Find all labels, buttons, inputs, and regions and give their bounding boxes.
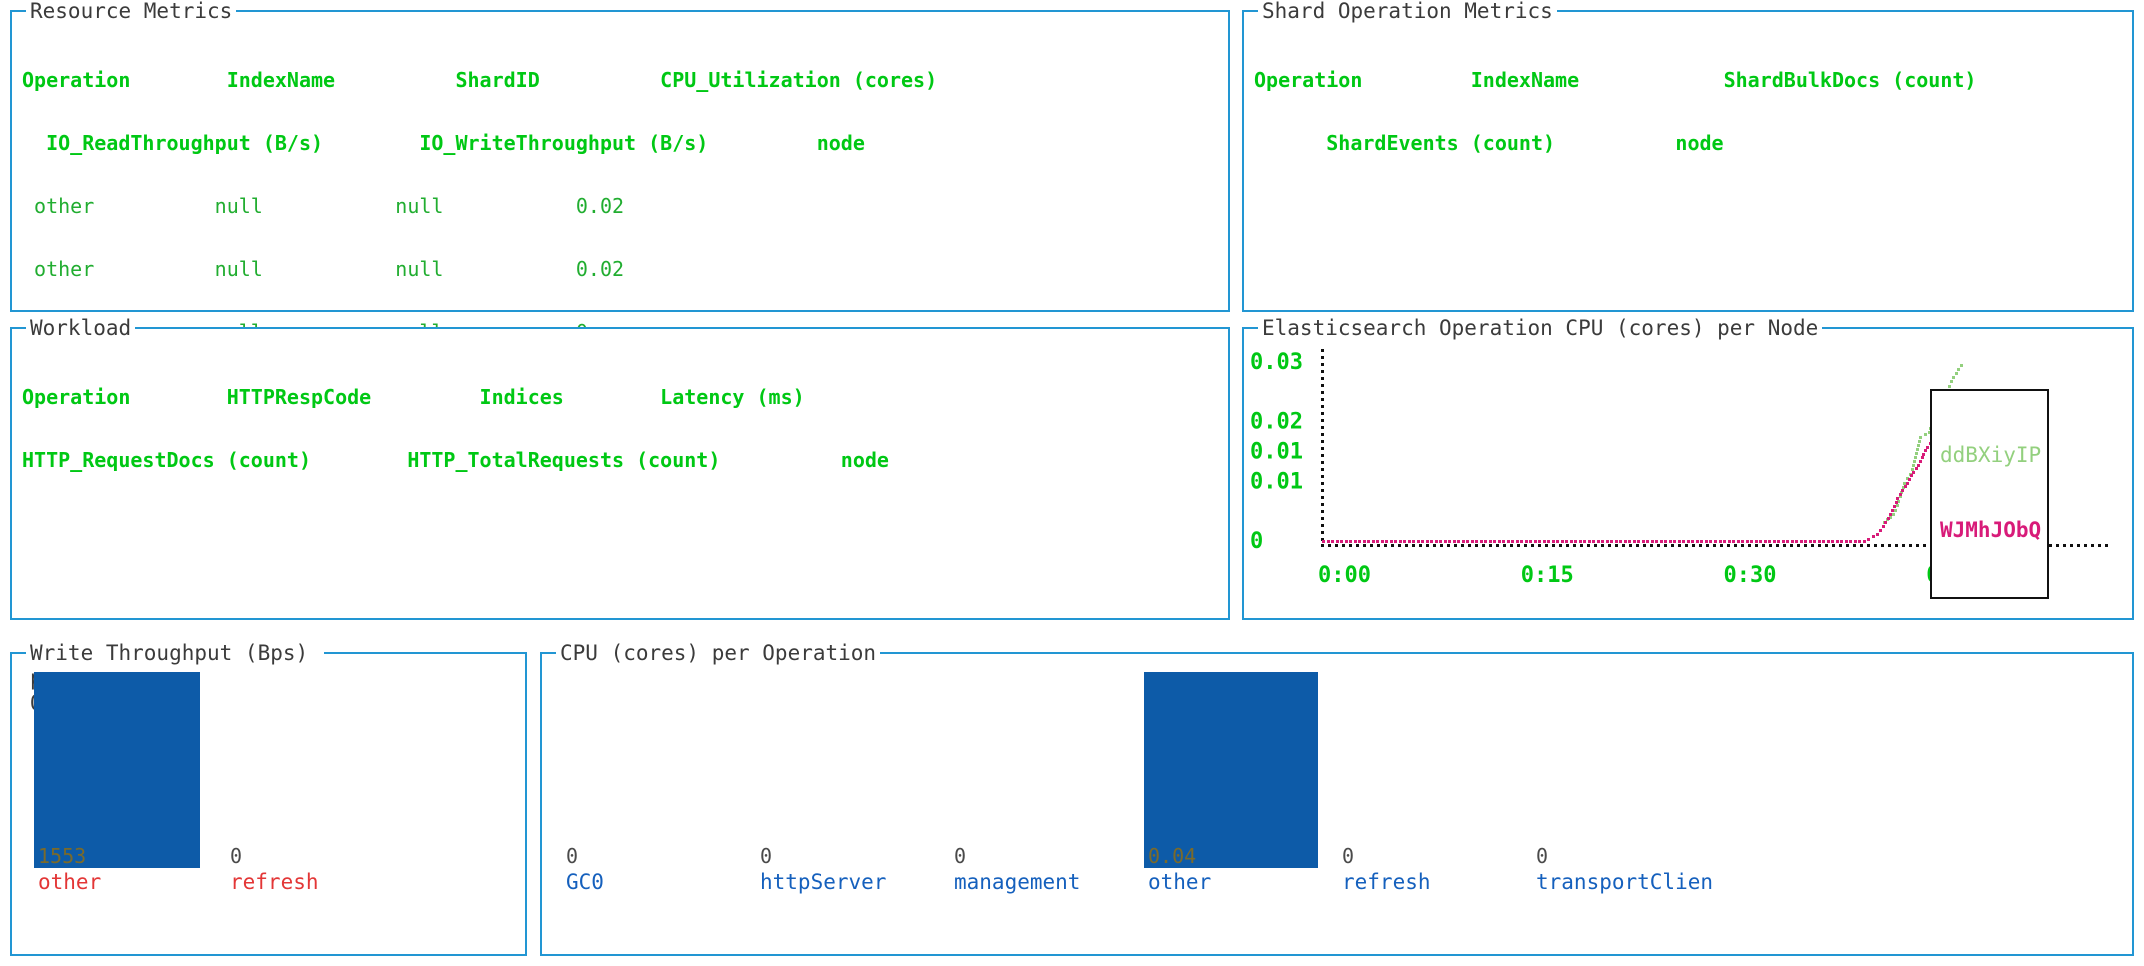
panel-write-throughput[interactable]: Write Throughput (Bps) per Operation 155…	[10, 641, 527, 956]
svg-text:0:00: 0:00	[1318, 563, 1371, 588]
svg-text:0.01: 0.01	[1250, 469, 1303, 494]
svg-text:0: 0	[1250, 529, 1263, 554]
bar-value-label: 0.04	[1148, 844, 1197, 868]
bar-rect[interactable]	[34, 672, 200, 868]
bar-value-label: 0	[1536, 844, 1549, 868]
table-row: other null null 0.02	[22, 194, 625, 218]
chart-legend: ddBXiyIP WJMhJObQ	[1930, 389, 2050, 599]
bar-category-label: other	[38, 870, 102, 894]
table-row: other null null 0.02	[22, 257, 625, 281]
bar-value-label: 0	[760, 844, 773, 868]
bar-value-label: 0	[954, 844, 967, 868]
svg-text:0.03: 0.03	[1250, 350, 1303, 375]
panel-title-es-operation-cpu: Elasticsearch Operation CPU (cores) per …	[1258, 316, 1823, 341]
legend-entry-series-2: WJMhJObQ	[1940, 518, 2042, 542]
table-header-line: HTTP_RequestDocs (count) HTTP_TotalReque…	[22, 448, 889, 472]
panel-shard-operation-metrics[interactable]: Shard Operation Metrics Operation IndexN…	[1242, 0, 2134, 312]
bar-rect[interactable]	[1144, 672, 1318, 868]
bar-category-label: management	[954, 870, 1081, 894]
bar-category-label: GC0	[566, 870, 604, 894]
bar-category-label: refresh	[1342, 870, 1431, 894]
panel-es-operation-cpu[interactable]: Elasticsearch Operation CPU (cores) per …	[1242, 316, 2134, 620]
svg-text:0:30: 0:30	[1724, 563, 1777, 588]
panel-title-cpu-per-operation: CPU (cores) per Operation	[556, 641, 881, 666]
bar-category-label: transportClien	[1536, 870, 1714, 894]
panel-resource-metrics[interactable]: Resource Metrics Operation IndexName Sha…	[10, 0, 1230, 595]
legend-entry-series-1: ddBXiyIP	[1940, 443, 2042, 467]
panel-title-shard-operation-metrics: Shard Operation Metrics	[1258, 0, 1557, 24]
svg-text:0.01: 0.01	[1250, 439, 1303, 464]
bar-value-label: 0	[566, 844, 579, 868]
panel-title-workload: Workload	[26, 316, 136, 341]
table-header-line: Operation IndexName ShardID CPU_Utilizat…	[22, 68, 938, 92]
bar-value-label: 0	[230, 844, 243, 868]
bar-category-label: refresh	[230, 870, 319, 894]
workload-table: Operation HTTPRespCode Indices Latency (…	[22, 345, 1222, 513]
panel-title-resource-metrics: Resource Metrics	[26, 0, 237, 24]
svg-text:0.02: 0.02	[1250, 410, 1303, 435]
svg-text:0:15: 0:15	[1521, 563, 1574, 588]
table-header-line: Operation HTTPRespCode Indices Latency (…	[22, 385, 805, 409]
panel-workload[interactable]: Workload Operation HTTPRespCode Indices …	[10, 316, 1230, 620]
table-header-line: ShardEvents (count) node	[1254, 131, 1724, 155]
table-header-line: Operation IndexName ShardBulkDocs (count…	[1254, 68, 1977, 92]
table-header-line: IO_ReadThroughput (B/s) IO_WriteThroughp…	[22, 131, 865, 155]
bar-category-label: httpServer	[760, 870, 887, 894]
bar-category-label: other	[1148, 870, 1212, 894]
shard-operation-metrics-table: Operation IndexName ShardBulkDocs (count…	[1254, 28, 2126, 196]
bar-value-label: 1553	[38, 844, 87, 868]
bar-value-label: 0	[1342, 844, 1355, 868]
